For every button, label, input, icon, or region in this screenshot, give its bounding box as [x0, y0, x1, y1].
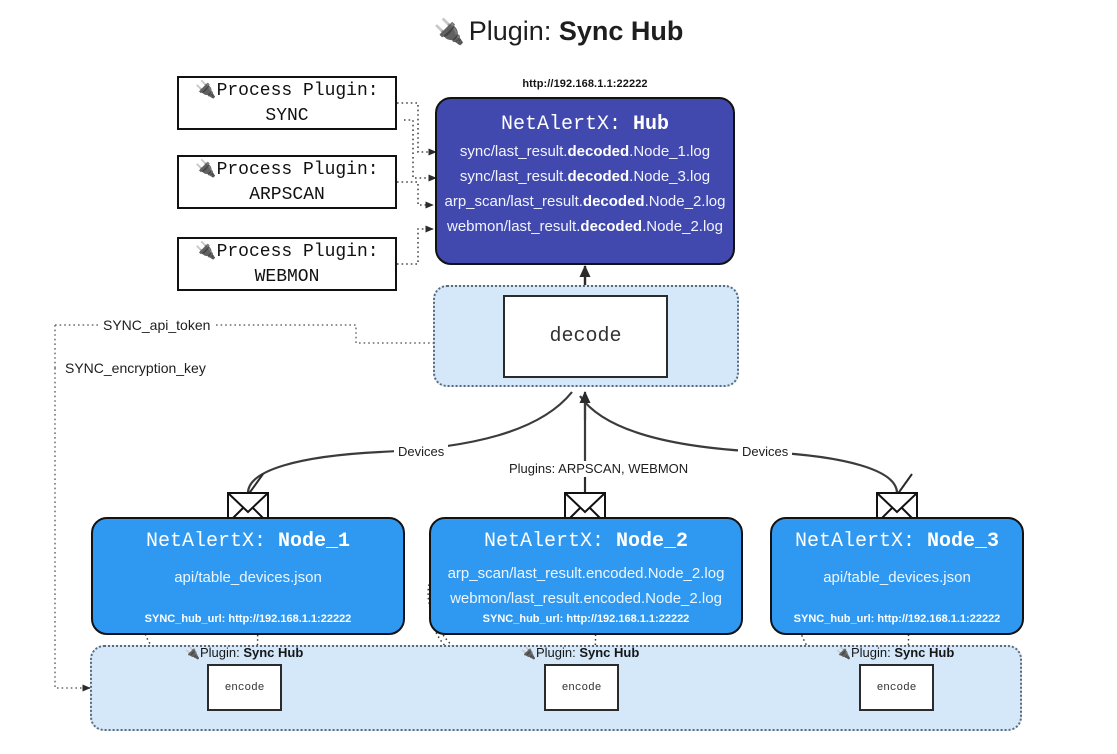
hub-log-line: sync/last_result.decoded.Node_1.log [459, 143, 711, 160]
node2-encode-box[interactable]: encode [544, 664, 619, 711]
page-title-value: Sync Hub [558, 16, 684, 46]
node2-resource: arp_scan/last_result.encoded.Node_2.log [447, 565, 725, 582]
process-plugin-sync-title: 🔌Process Plugin: [195, 79, 379, 101]
node-node1[interactable]: NetAlertX: Node_1 api/table_devices.json… [91, 517, 405, 635]
process-plugin-sync-name: SYNC [265, 105, 309, 126]
stalk-node3 [896, 473, 913, 496]
edge-label-devices-left: Devices [394, 444, 449, 460]
plug-icon: 🔌 [195, 158, 217, 179]
node1-resource: api/table_devices.json [174, 569, 322, 586]
hub-log-line: sync/last_result.decoded.Node_3.log [459, 168, 711, 185]
edge-encryption-key [54, 368, 91, 692]
node1-encode-caption: 🔌Plugin: Sync Hub [185, 645, 304, 660]
edge-label-devices-right: Devices [738, 444, 793, 460]
process-plugin-arpscan-title: 🔌Process Plugin: [195, 158, 379, 180]
label-sync-api-token: SYNC_api_token [100, 317, 214, 334]
node3-footer: SYNC_hub_url: http://192.168.1.1:22222 [793, 613, 1001, 625]
process-plugin-webmon-name: WEBMON [254, 266, 320, 287]
process-plugin-webmon[interactable]: 🔌Process Plugin: WEBMON [177, 237, 397, 291]
node3-header: NetAlertX: Node_3 [794, 530, 1000, 553]
plug-icon: 🔌 [195, 240, 217, 261]
process-plugin-arpscan-name: ARPSCAN [249, 184, 325, 205]
edge-node1-to-decode [246, 391, 573, 494]
hub-node[interactable]: NetAlertX: Hub sync/last_result.decoded.… [435, 97, 735, 265]
plug-icon: 🔌 [521, 646, 536, 660]
process-plugin-webmon-title: 🔌Process Plugin: [195, 240, 379, 262]
node2-resource: webmon/last_result.encoded.Node_2.log [450, 590, 722, 607]
node1-header: NetAlertX: Node_1 [145, 530, 351, 553]
edge-webmon-to-hub [397, 225, 434, 265]
hub-url-caption: http://192.168.1.1:22222 [522, 78, 648, 90]
plug-icon: 🔌 [433, 18, 465, 46]
node2-encode-caption: 🔌Plugin: Sync Hub [521, 645, 640, 660]
node-node3[interactable]: NetAlertX: Node_3 api/table_devices.json… [770, 517, 1024, 635]
hub-header: NetAlertX: Hub [500, 113, 670, 136]
plug-icon: 🔌 [836, 646, 851, 660]
node2-footer: SYNC_hub_url: http://192.168.1.1:22222 [482, 613, 690, 625]
edge-sync-to-hub [397, 102, 437, 156]
edge-arpscan-to-hub [397, 181, 434, 209]
edge-label-plugins: Plugins: ARPSCAN, WEBMON [505, 461, 693, 477]
node1-footer: SYNC_hub_url: http://192.168.1.1:22222 [144, 613, 352, 625]
node-node2[interactable]: NetAlertX: Node_2 arp_scan/last_result.e… [429, 517, 743, 635]
edge-sync2-to-hub [404, 119, 437, 182]
decode-box[interactable]: decode [503, 295, 668, 378]
node2-header: NetAlertX: Node_2 [483, 530, 689, 553]
stalk-node1 [247, 473, 264, 496]
process-plugin-sync[interactable]: 🔌Process Plugin: SYNC [177, 76, 397, 130]
process-plugin-arpscan[interactable]: 🔌Process Plugin: ARPSCAN [177, 155, 397, 209]
node3-encode-box[interactable]: encode [859, 664, 934, 711]
hub-log-line: arp_scan/last_result.decoded.Node_2.log [444, 193, 726, 210]
page-title: 🔌Plugin: Sync Hub [0, 14, 1117, 49]
page-title-label: Plugin: [468, 16, 552, 46]
label-sync-encryption-key: SYNC_encryption_key [62, 360, 209, 377]
node1-encode-box[interactable]: encode [207, 664, 282, 711]
node3-encode-caption: 🔌Plugin: Sync Hub [836, 645, 955, 660]
hub-log-line: webmon/last_result.decoded.Node_2.log [447, 218, 723, 235]
node3-resource: api/table_devices.json [823, 569, 971, 586]
plug-icon: 🔌 [195, 79, 217, 100]
plug-icon: 🔌 [185, 646, 200, 660]
